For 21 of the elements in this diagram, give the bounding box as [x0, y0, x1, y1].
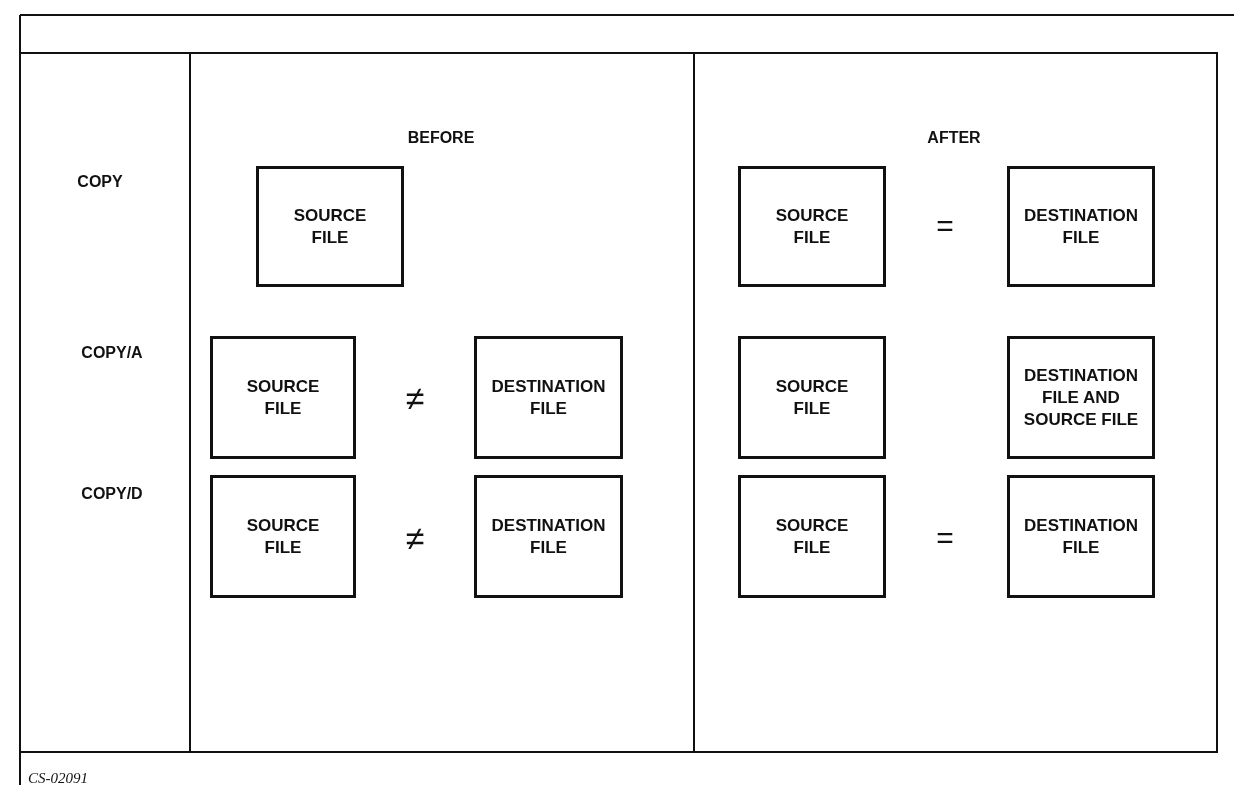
file-box: DESTINATION FILE [1007, 475, 1155, 598]
column-heading: AFTER [927, 129, 981, 147]
file-box: DESTINATION FILE [474, 336, 623, 459]
file-box: DESTINATION FILE [474, 475, 623, 598]
row-label: COPY/A [81, 344, 143, 362]
row-label: COPY [77, 173, 123, 191]
not-equal-sign: ≠ [405, 518, 425, 558]
row-label: COPY/D [81, 485, 143, 503]
not-equal-sign: ≠ [405, 378, 425, 418]
file-box: SOURCE FILE [210, 336, 356, 459]
column-heading: BEFORE [407, 129, 475, 147]
file-box: DESTINATION FILE [1007, 166, 1155, 287]
file-box: SOURCE FILE [738, 475, 886, 598]
file-box: SOURCE FILE [256, 166, 404, 287]
file-box: SOURCE FILE [738, 336, 886, 459]
equals-sign: = [936, 209, 954, 243]
file-box: SOURCE FILE [210, 475, 356, 598]
file-box: DESTINATION FILE AND SOURCE FILE [1007, 336, 1155, 459]
file-box: SOURCE FILE [738, 166, 886, 287]
equals-sign: = [936, 521, 954, 555]
figure-code: CS-02091 [28, 769, 88, 787]
